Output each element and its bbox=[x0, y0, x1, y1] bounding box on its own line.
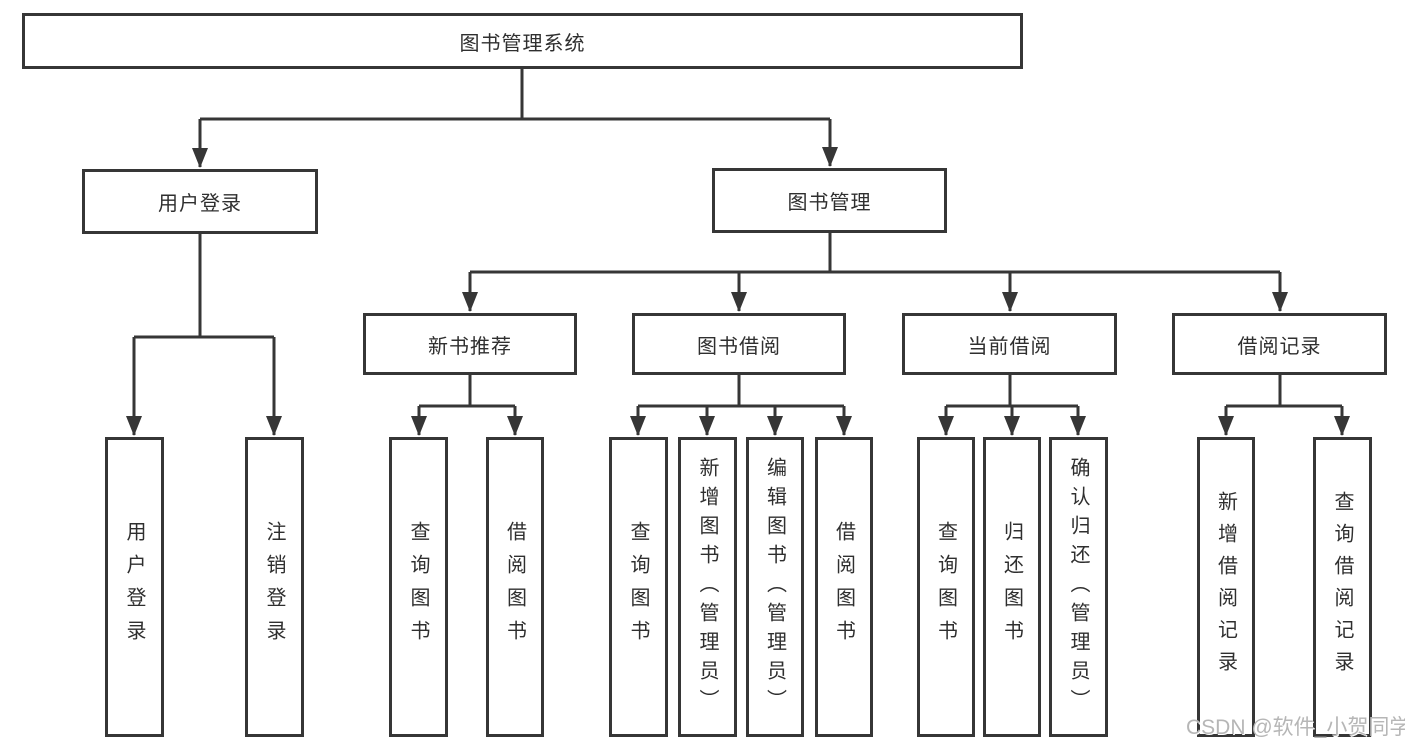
leaf-query-books-borrow: 查询图书 bbox=[609, 437, 668, 737]
sub-branch-borrow-records-label: 借阅记录 bbox=[1237, 335, 1322, 358]
leaf-borrow-books-recommend-label: 借阅图书 bbox=[503, 521, 526, 653]
leaf-query-books-recommend-label: 查询图书 bbox=[407, 521, 429, 653]
connector-user-login-to-leaves bbox=[126, 234, 282, 436]
leaf-add-borrow-record: 新增借阅记录 bbox=[1197, 437, 1255, 737]
branch-book-management-label: 图书管理 bbox=[787, 192, 872, 214]
connector-book-management-to-level3 bbox=[462, 233, 1288, 312]
leaf-edit-book-admin-label: 编辑图书（管理员） bbox=[763, 456, 786, 718]
leaf-edit-book-admin: 编辑图书（管理员） bbox=[746, 437, 804, 737]
sub-branch-book-borrow-box: 图书借阅 bbox=[632, 313, 846, 375]
leaf-add-borrow-record-label: 新增借阅记录 bbox=[1214, 491, 1237, 683]
sub-branch-current-borrow-box: 当前借阅 bbox=[902, 313, 1117, 375]
sub-branch-borrow-records-box: 借阅记录 bbox=[1172, 313, 1387, 375]
leaf-add-book-admin-label: 新增图书（管理员） bbox=[696, 456, 718, 718]
branch-user-login-label: 用户登录 bbox=[158, 193, 242, 215]
leaf-query-borrow-record: 查询借阅记录 bbox=[1313, 437, 1372, 737]
connector-new-book-recommend-to-leaves bbox=[411, 375, 523, 436]
sub-branch-new-book-recommend-label: 新书推荐 bbox=[428, 335, 512, 358]
leaf-logout-label: 注销登录 bbox=[263, 521, 285, 653]
branch-book-management-box: 图书管理 bbox=[712, 168, 947, 233]
leaf-return-book: 归还图书 bbox=[983, 437, 1041, 737]
leaf-add-book-admin: 新增图书（管理员） bbox=[678, 437, 737, 737]
sub-branch-current-borrow-label: 当前借阅 bbox=[967, 335, 1052, 358]
connector-root-to-level2 bbox=[192, 69, 838, 168]
leaf-query-books-current-label: 查询图书 bbox=[934, 521, 957, 653]
leaf-confirm-return-admin-label: 确认归还（管理员） bbox=[1067, 456, 1089, 718]
connector-book-borrow-to-leaves bbox=[630, 375, 852, 436]
leaf-return-book-label: 归还图书 bbox=[1000, 521, 1023, 653]
leaf-user-login-label: 用户登录 bbox=[123, 521, 145, 653]
leaf-borrow-books-recommend: 借阅图书 bbox=[486, 437, 544, 737]
leaf-confirm-return-admin: 确认归还（管理员） bbox=[1049, 437, 1108, 737]
leaf-user-login: 用户登录 bbox=[105, 437, 164, 737]
sub-branch-book-borrow-label: 图书借阅 bbox=[697, 335, 781, 358]
leaf-query-borrow-record-label: 查询借阅记录 bbox=[1331, 491, 1353, 683]
sub-branch-new-book-recommend-box: 新书推荐 bbox=[363, 313, 577, 375]
connector-borrow-records-to-leaves bbox=[1218, 375, 1350, 436]
leaf-logout: 注销登录 bbox=[245, 437, 304, 737]
root-label: 图书管理系统 bbox=[459, 32, 586, 55]
root-box-library-management-system: 图书管理系统 bbox=[22, 13, 1023, 69]
branch-user-login-box: 用户登录 bbox=[82, 169, 318, 234]
leaf-borrow-books: 借阅图书 bbox=[815, 437, 873, 737]
leaf-query-books-borrow-label: 查询图书 bbox=[627, 521, 649, 653]
csdn-watermark: CSDN @软件_小贺同学 bbox=[1186, 716, 1405, 739]
leaf-query-books-current: 查询图书 bbox=[917, 437, 975, 737]
leaf-borrow-books-label: 借阅图书 bbox=[832, 521, 855, 653]
connector-current-borrow-to-leaves bbox=[938, 375, 1086, 436]
leaf-query-books-recommend: 查询图书 bbox=[389, 437, 448, 737]
